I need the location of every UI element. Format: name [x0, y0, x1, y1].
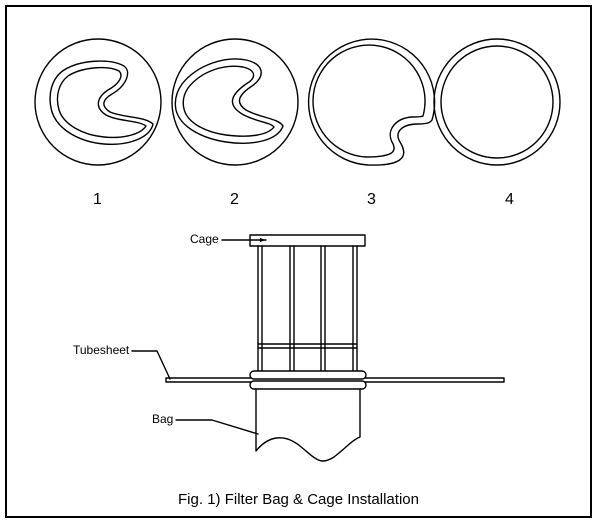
bag-snap-band-upper — [249, 370, 367, 380]
step-1-bag-inner — [56, 66, 147, 139]
cage-label: Cage — [190, 232, 219, 246]
step-3-label: 3 — [367, 191, 376, 208]
step-3-bag-outer — [307, 38, 436, 166]
step-2-circle — [171, 38, 299, 166]
figure-caption: Fig. 1) Filter Bag & Cage Installation — [178, 491, 419, 508]
step-2-bag-inner — [182, 65, 275, 137]
tubesheet-label: Tubesheet — [73, 343, 130, 357]
cage-wires — [257, 245, 358, 374]
step-1-label: 1 — [93, 191, 102, 208]
step-2-label: 2 — [230, 191, 239, 208]
cage-top-flange — [249, 234, 366, 247]
figure-frame — [5, 5, 592, 518]
step-1-circle — [34, 38, 162, 166]
step-1-drawing — [34, 38, 162, 166]
bag-body — [255, 388, 361, 462]
step-2-bag-outer — [174, 58, 284, 144]
tubesheet-leader — [131, 350, 171, 380]
cage-arrow-head — [260, 238, 266, 242]
bag-leader — [175, 419, 259, 435]
step-4-outer-circle — [433, 38, 561, 166]
step-3-drawing — [307, 38, 436, 166]
bag-snap-band-lower — [249, 380, 367, 390]
step-3-bag-inner — [312, 44, 426, 158]
bag-label: Bag — [152, 412, 174, 426]
step-2-drawing — [171, 38, 299, 166]
step-4-label: 4 — [505, 191, 514, 208]
leader-lines — [131, 238, 267, 435]
step-1-bag-outer — [49, 60, 154, 145]
step-4-inner-circle — [440, 45, 554, 159]
step-4-drawing — [433, 38, 561, 166]
